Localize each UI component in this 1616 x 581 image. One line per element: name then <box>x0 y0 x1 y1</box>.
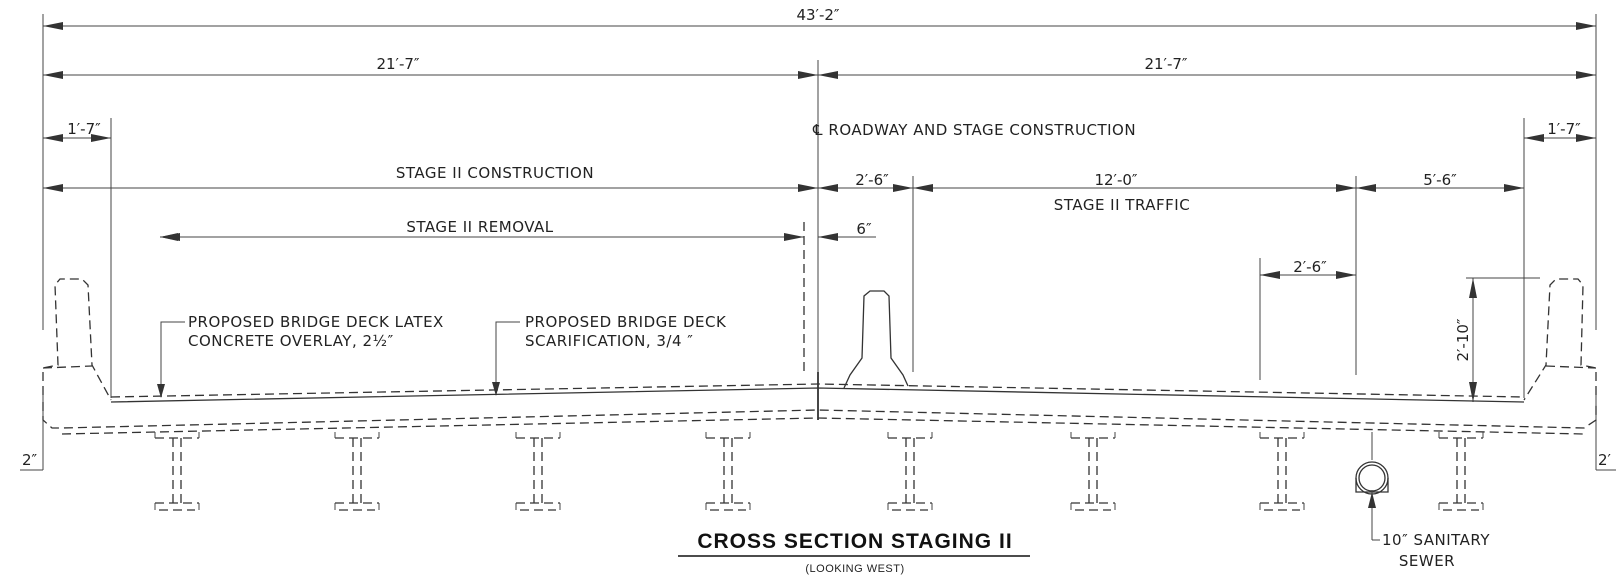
sewer-label-line2: SEWER <box>1399 552 1455 570</box>
centerline-label: ℄ ROADWAY AND STAGE CONSTRUCTION <box>812 121 1136 139</box>
scarification-callout: PROPOSED BRIDGE DECK SCARIFICATION, 3/4 … <box>492 313 727 396</box>
right-edge-dimension-text: 2′ <box>1598 451 1612 469</box>
dimension-texts: 43′-2″ 21′-7″ 21′-7″ 1′-7″ 1′-7″ 2′-6″ 1… <box>22 6 1612 469</box>
girder <box>1070 432 1116 511</box>
parapet-height-dimension-text: 2′-10″ <box>1454 318 1472 361</box>
temporary-barrier <box>843 290 909 389</box>
stage-traffic-label: STAGE II TRAFFIC <box>1054 196 1190 214</box>
barrier-dimension-text: 2′-6″ <box>855 171 889 189</box>
extension-lines <box>42 14 1597 470</box>
bridge-deck <box>42 278 1597 435</box>
scarification-label-line1: PROPOSED BRIDGE DECK <box>525 313 727 331</box>
left-edge-dimension-text: 2″ <box>22 451 38 469</box>
overall-dimension-text: 43′-2″ <box>796 6 839 24</box>
stage-removal-label: STAGE II REMOVAL <box>406 218 553 236</box>
girder <box>334 432 380 511</box>
left-half-dimension-text: 21′-7″ <box>376 55 419 73</box>
scarification-label-line2: SCARIFICATION, 3/4 ″ <box>525 332 693 350</box>
dimension-lines <box>20 21 1616 471</box>
overlay-callout: PROPOSED BRIDGE DECK LATEX CONCRETE OVER… <box>157 313 444 398</box>
girder <box>515 432 561 511</box>
overlay-label-line1: PROPOSED BRIDGE DECK LATEX <box>188 313 444 331</box>
drawing-subtitle: (LOOKING WEST) <box>805 563 904 575</box>
left-parapet <box>42 278 112 401</box>
overlay-label-line2: CONCRETE OVERLAY, 2½″ <box>188 332 394 350</box>
stage-construction-label: STAGE II CONSTRUCTION <box>396 164 594 182</box>
right-parapet <box>1523 278 1597 401</box>
drawing-title: CROSS SECTION STAGING II <box>697 530 1012 553</box>
girder <box>887 432 933 511</box>
girder <box>1259 432 1305 511</box>
clear-zone-dimension-text: 2′-6″ <box>1293 258 1327 276</box>
girders <box>154 432 1484 511</box>
right-half-dimension-text: 21′-7″ <box>1144 55 1187 73</box>
right-parapet-dimension-text: 1′-7″ <box>1547 120 1581 138</box>
girder <box>1438 432 1484 511</box>
left-parapet-dimension-text: 1′-7″ <box>67 120 101 138</box>
offset-dimension-text: 6″ <box>856 220 872 238</box>
sanitary-sewer: 10″ SANITARY SEWER <box>1355 432 1490 570</box>
girder <box>705 432 751 511</box>
shoulder-dimension-text: 5′-6″ <box>1423 171 1457 189</box>
sewer-label-line1: 10″ SANITARY <box>1382 531 1490 549</box>
girder <box>154 432 200 511</box>
traffic-lane-dimension-text: 12′-0″ <box>1094 171 1137 189</box>
stage-labels: ℄ ROADWAY AND STAGE CONSTRUCTION STAGE I… <box>396 121 1190 236</box>
title-block: CROSS SECTION STAGING II (LOOKING WEST) <box>678 530 1030 575</box>
